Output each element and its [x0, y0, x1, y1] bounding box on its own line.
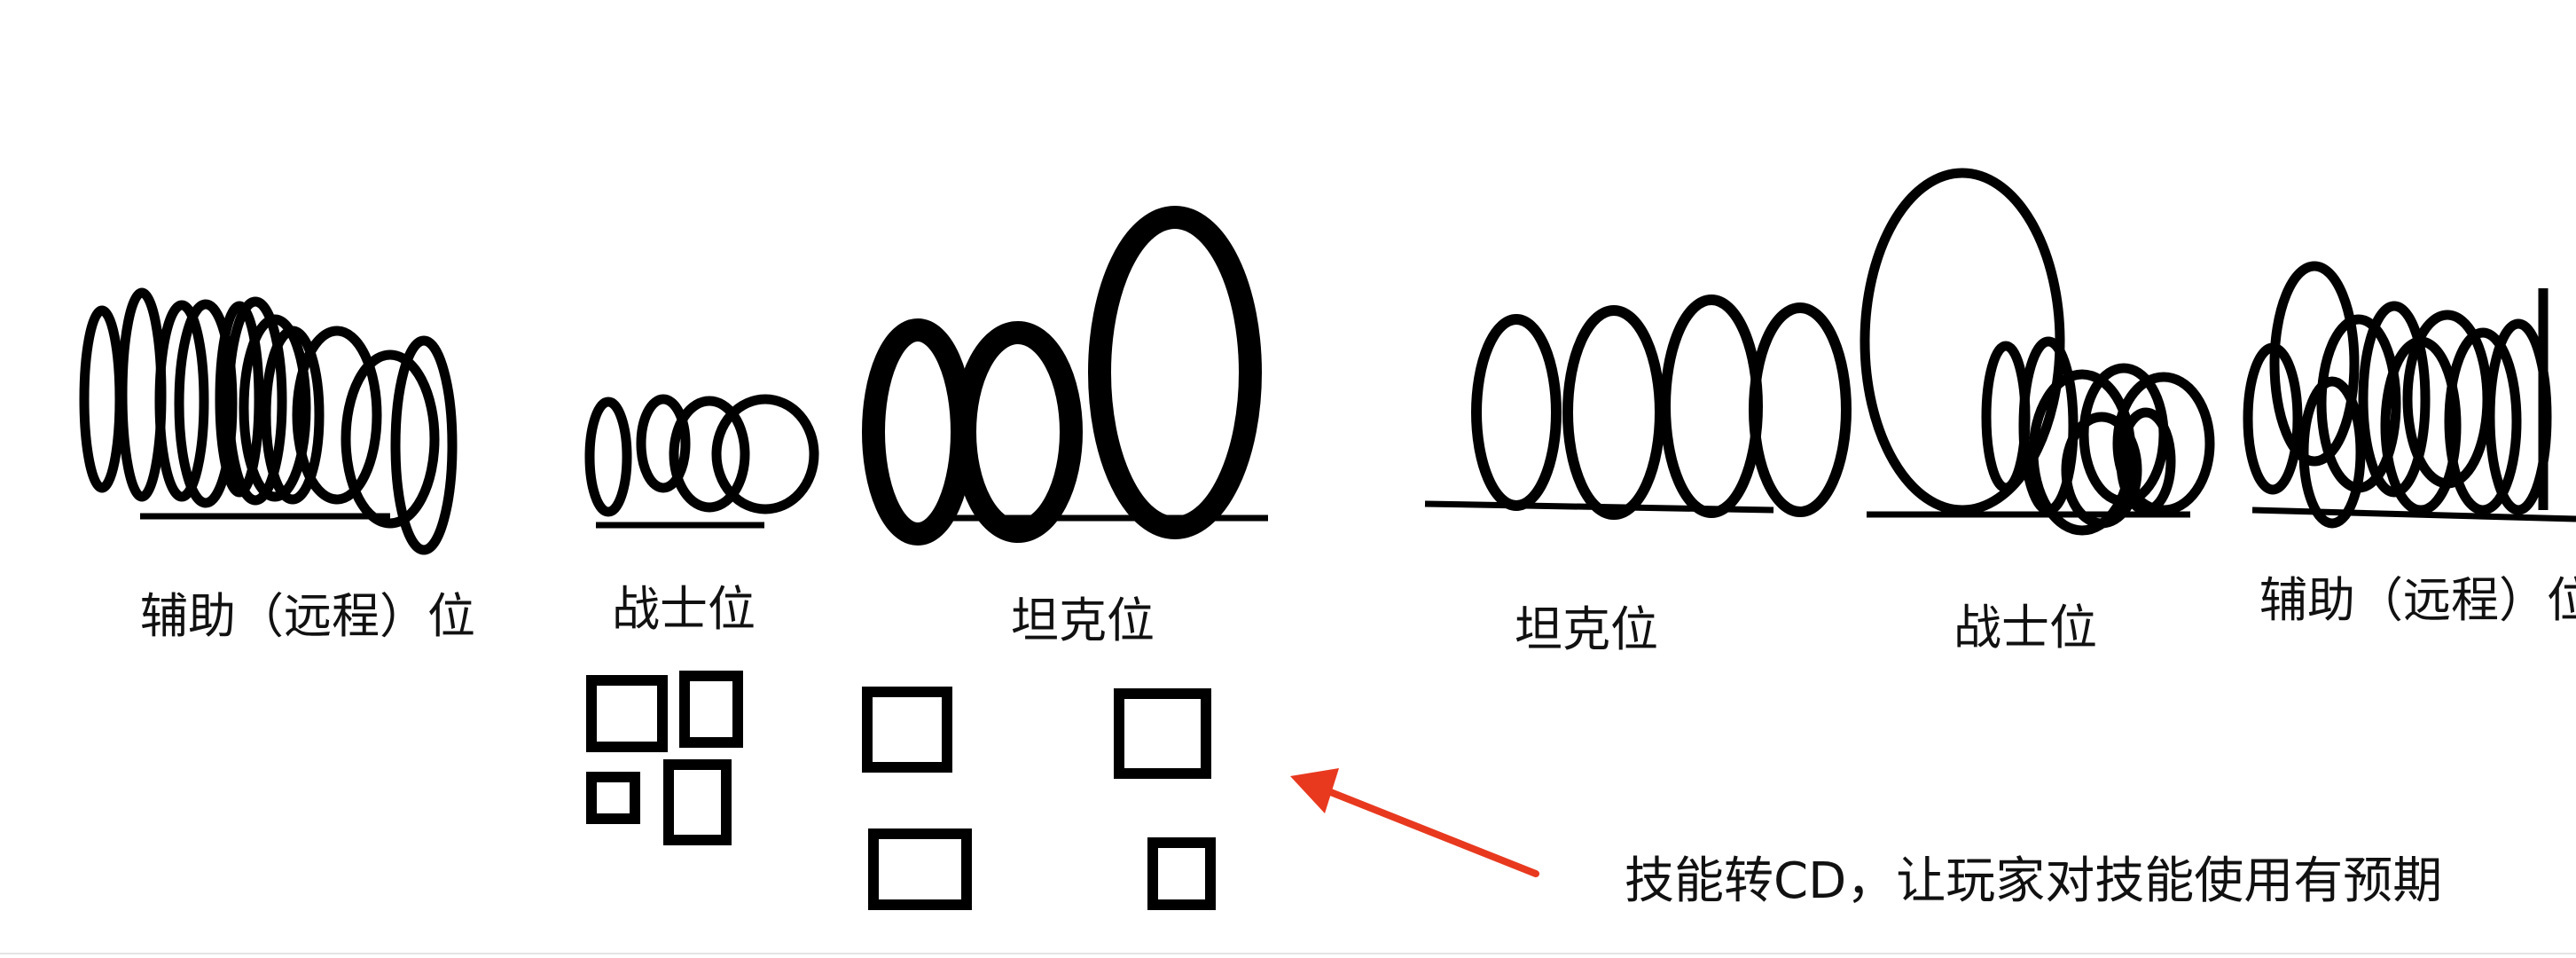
right-tank-cluster [1424, 294, 1852, 520]
right-support-label: 辅助（远程）位 [2259, 572, 2576, 628]
right-support-cluster [2243, 261, 2576, 529]
right-warrior-label: 战士位 [1954, 600, 2097, 656]
annotation-text: 技能转CD，让玩家对技能使用有预期 [1625, 852, 2443, 910]
left-support-label: 辅助（远程）位 [140, 588, 475, 644]
left-tank-cluster [862, 206, 1268, 546]
left-tank-label: 坦克位 [1011, 593, 1155, 648]
right-tank-label: 坦克位 [1515, 601, 1658, 657]
right-warrior-cluster [1860, 168, 2215, 536]
bottom-divider [0, 953, 2576, 954]
annotation-arrow [1290, 768, 1539, 877]
left-support-cluster [79, 287, 458, 555]
left-warrior-label: 战士位 [612, 581, 756, 637]
left-warrior-cluster [584, 394, 819, 529]
skill-slots [586, 671, 1216, 910]
